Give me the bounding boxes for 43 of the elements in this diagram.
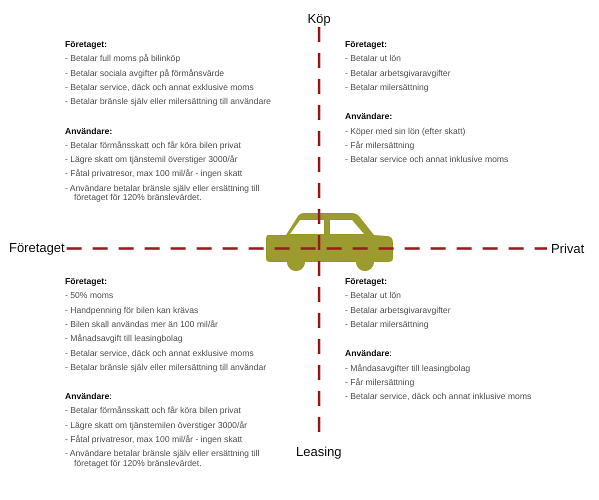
list-item: - Fåtal privatresor, max 100 mil/år - ingen skatt <box>65 169 242 179</box>
section-heading: Användare: <box>345 349 392 359</box>
section-heading: Företaget: <box>65 40 108 50</box>
section-heading: Användare: <box>65 392 112 402</box>
list-item: - Betalar förmånsskatt och får köra bilen privat <box>65 140 241 150</box>
section-heading: Företaget: <box>345 40 388 50</box>
list-item: - Betalar arbetsgivaravgifter <box>345 68 451 78</box>
dashed-axis-line <box>66 247 547 250</box>
list-item: - Betalar service, däck och annat inklusive moms <box>345 392 532 402</box>
list-item: - Betalar milersättning <box>345 82 429 92</box>
list-item: - Användare betalar bränsle själv eller ersättning till företaget för 120% bränslevärdet. <box>65 449 260 468</box>
axis-label: Privat <box>551 242 584 255</box>
list-item: - Betalar service, däck och annat exklusive moms <box>65 348 254 358</box>
list-item: - Användare betalar bränsle själv eller ersättning till företaget för 120% bränslevärdet. <box>65 184 260 203</box>
list-item: - Betalar bränsle själv eller milersättning till användare <box>65 97 271 107</box>
list-item: - Lägre skatt om tjänstemilen överstiger 3000/år <box>65 420 247 430</box>
list-item: - Betalar förmånsskatt och får köra bilen privat <box>65 406 241 416</box>
section-heading: Användare: <box>65 126 112 136</box>
list-item: - Betalar ut lön <box>345 54 401 64</box>
list-item: - Betalar ut lön <box>345 291 401 301</box>
section-heading: Företaget: <box>345 277 388 286</box>
list-item: - Lägre skatt om tjänstemil överstiger 3000/år <box>65 155 238 165</box>
axis-label: Leasing <box>296 445 342 458</box>
list-item: - Betalar bränsle själv eller milersättning till användar <box>65 362 266 372</box>
list-item: - Får milersättning <box>345 378 414 388</box>
list-item: - Betalar sociala avgifter på förmånsvärde <box>65 68 224 78</box>
list-item: - Betalar service och annat inklusive moms <box>345 155 508 165</box>
axis-label: Köp <box>308 12 331 25</box>
list-item: - Får milersättning <box>345 140 414 150</box>
list-item: - Köper med sin lön (efter skatt) <box>345 126 466 136</box>
list-item: - Handpenning för bilen kan krävas <box>65 306 198 316</box>
list-item: - Måndasavgifter till leasingbolag <box>345 364 470 373</box>
list-item: - Betalar full moms på bilinköp <box>65 54 180 64</box>
list-item: - Fåtal privatresor, max 100 mil/år - ingen skatt <box>65 435 242 444</box>
list-item: - Betalar service, däck och annat exklusive moms <box>65 82 254 92</box>
list-item: - Månadsavgift till leasingbolag <box>65 334 183 344</box>
section-heading: Företaget: <box>65 277 108 286</box>
list-item: - 50% moms <box>65 291 114 301</box>
axis-label: Företaget <box>9 241 65 254</box>
section-heading: Användare: <box>345 112 392 122</box>
list-item: - Bilen skall användas mer än 100 mil/år <box>65 320 218 330</box>
list-item: - Betalar arbetsgivaravgifter <box>345 306 451 316</box>
list-item: - Betalar milersättning <box>345 320 429 330</box>
